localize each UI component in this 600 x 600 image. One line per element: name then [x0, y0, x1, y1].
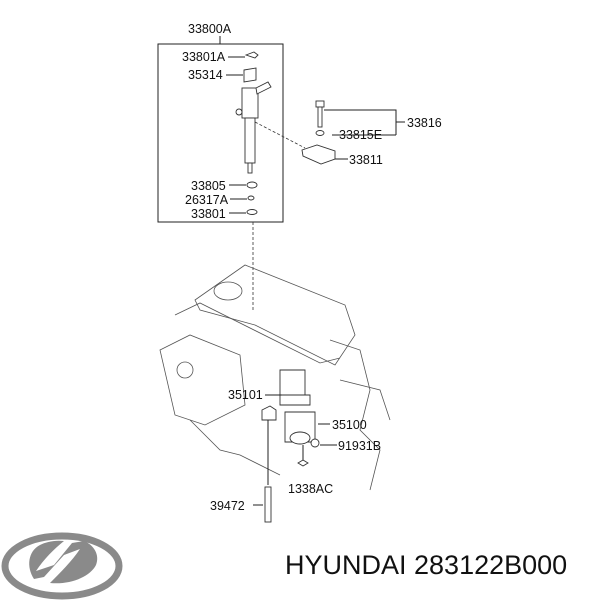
- hyundai-logo-icon: [1, 532, 123, 600]
- label-39472: 39472: [210, 499, 245, 513]
- label-33811: 33811: [349, 153, 383, 167]
- engine-icon: [159, 264, 391, 523]
- part-number-caption: HYUNDAI 283122B000: [285, 550, 568, 580]
- label-33800A: 33800A: [188, 22, 232, 36]
- label-33815E: 33815E: [339, 128, 382, 142]
- label-33801: 33801: [191, 207, 226, 221]
- label-33801A: 33801A: [182, 50, 226, 64]
- label-26317A: 26317A: [185, 193, 229, 207]
- label-35100: 35100: [332, 418, 367, 432]
- label-33816: 33816: [407, 116, 442, 130]
- label-33805: 33805: [191, 179, 226, 193]
- label-35101: 35101: [228, 388, 263, 402]
- bolt-clamp-icon: [301, 100, 336, 165]
- assembly-box: [157, 36, 284, 310]
- label-1338AC: 1338AC: [288, 482, 333, 496]
- label-35314: 35314: [188, 68, 223, 82]
- injector-icon: [235, 51, 306, 215]
- label-91931B: 91931B: [338, 439, 381, 453]
